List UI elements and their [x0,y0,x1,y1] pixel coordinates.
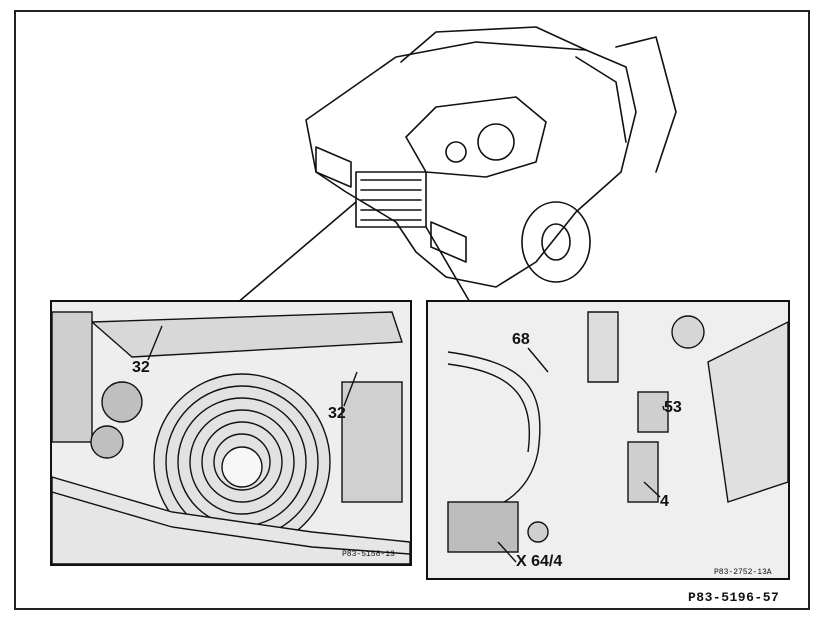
right-panel-code: P83-2752-13A [714,568,772,577]
callout-32-b: 32 [328,405,346,422]
callout-53: 53 [664,399,682,416]
connector-detail-icon [428,302,788,578]
radiator-fan-icon [52,302,410,564]
left-panel-code: P83-5158-13 [342,550,395,559]
callout-68: 68 [512,331,530,348]
callout-4: 4 [660,493,669,510]
right-detail-panel: 68 53 4 X 64/4 P83-2752-13A [426,300,790,580]
callout-x64-4: X 64/4 [516,553,563,570]
left-detail-panel: 32 32 P83-5158-13 [50,300,412,566]
figure-code: P83-5196-57 [688,590,780,605]
car-overview-drawing [235,26,677,305]
callout-32-a: 32 [132,359,150,376]
figure-frame: 32 32 P83-5158-13 [14,10,810,610]
